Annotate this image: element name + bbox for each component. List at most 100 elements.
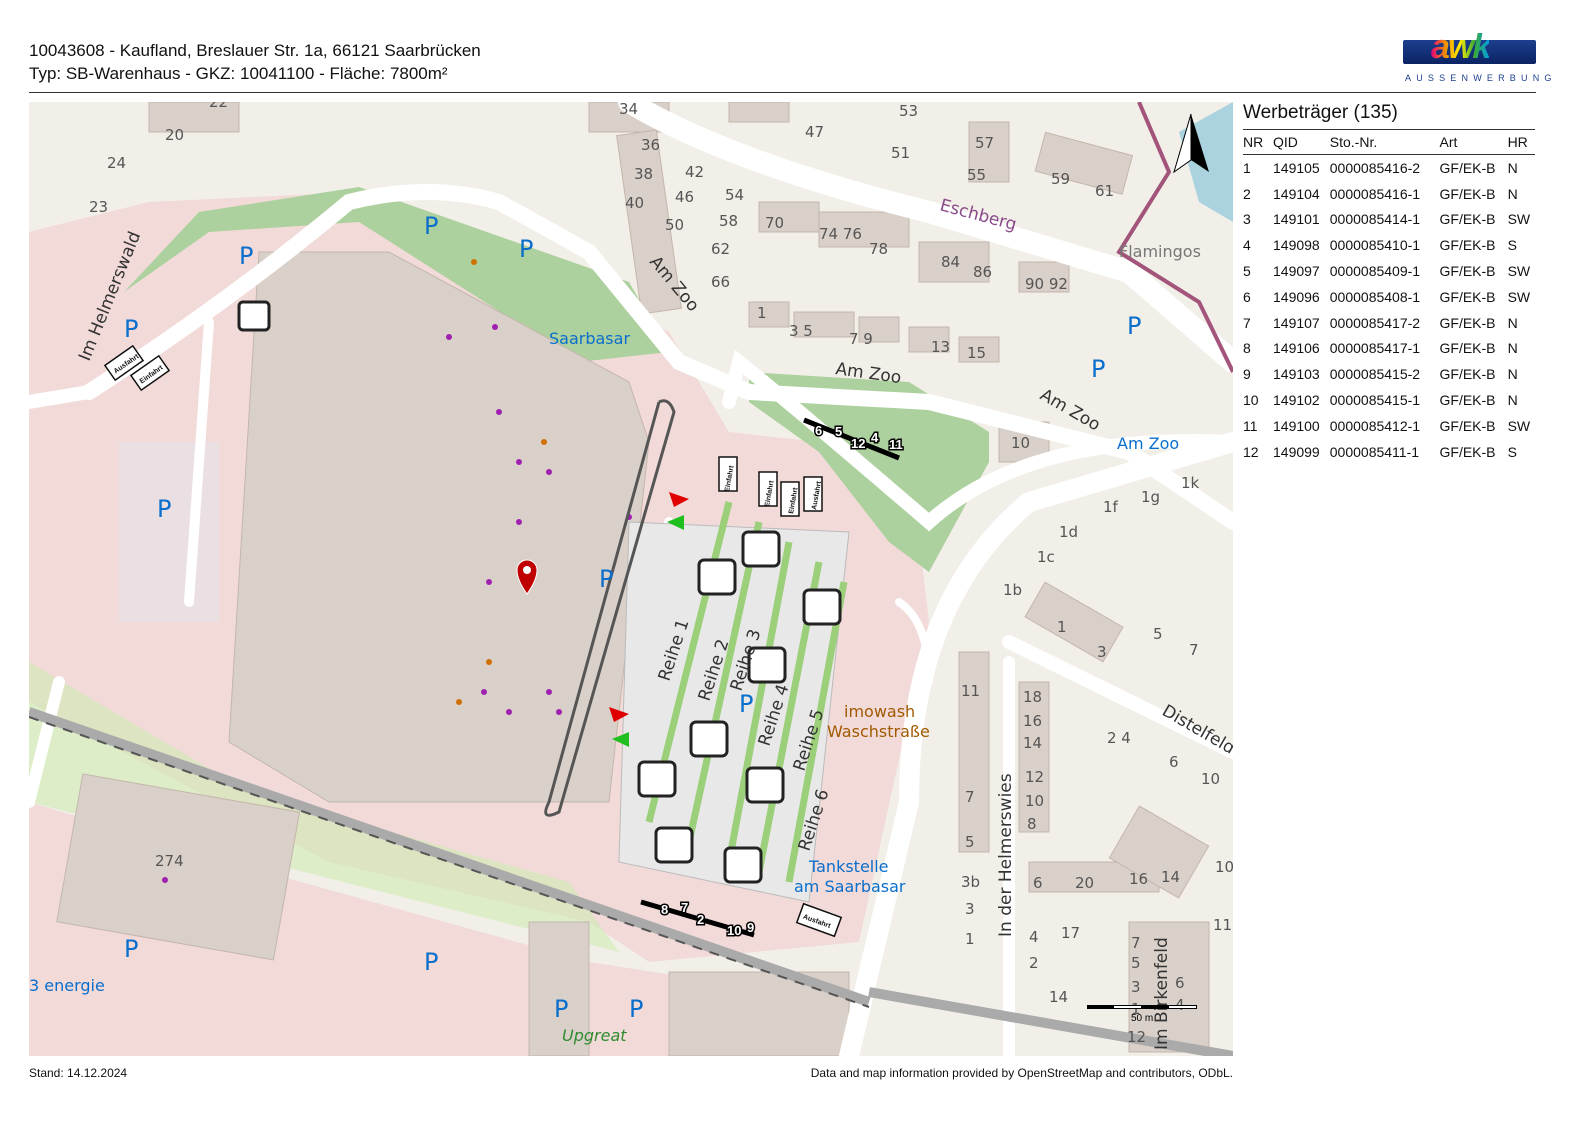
table-cell: 149106: [1273, 340, 1320, 357]
table-cell: N: [1507, 185, 1518, 202]
house-number: 2 4: [1107, 729, 1131, 747]
house-number: 10: [1201, 770, 1220, 788]
scale-bar: 50 m: [1087, 1005, 1197, 1024]
billboard-marker[interactable]: 10: [726, 922, 743, 940]
svg-text:P: P: [554, 995, 568, 1023]
street-label: Im Birkenfeld: [1152, 937, 1172, 1050]
house-number: 7 9: [849, 330, 873, 348]
table-cell: SW: [1507, 211, 1531, 228]
house-number: 1k: [1181, 474, 1200, 492]
poi-label: 3 energie: [29, 976, 105, 995]
house-number: 5: [1131, 954, 1141, 972]
billboard-marker[interactable]: 5: [834, 423, 844, 441]
house-number: 24: [107, 154, 126, 172]
house-number: 11: [1213, 916, 1232, 934]
house-number: 23: [89, 198, 108, 216]
billboard-marker[interactable]: 9: [746, 919, 756, 937]
table-cell: 0000085410-1: [1329, 237, 1421, 254]
house-number: 70: [765, 214, 784, 232]
entry-sign: Einfahrt: [788, 486, 800, 514]
column-header: QID: [1273, 129, 1330, 155]
house-number: 1c: [1037, 548, 1055, 566]
house-number: 22: [209, 102, 228, 111]
billboard-marker[interactable]: 6: [814, 422, 824, 440]
table-cell: 149105: [1273, 159, 1320, 176]
svg-text:P: P: [124, 315, 138, 343]
svg-text:P: P: [519, 235, 533, 263]
table-cell: 0000085411-1: [1329, 443, 1420, 460]
house-number: 61: [1095, 182, 1114, 200]
house-number: 42: [685, 163, 704, 181]
svg-text:50 m: 50 m: [1131, 1013, 1153, 1024]
poi-label: Saarbasar: [549, 329, 630, 348]
svg-text:P: P: [157, 495, 171, 523]
table-cell: S: [1507, 237, 1517, 254]
table-cell: GF/EK-B: [1439, 314, 1496, 331]
house-number: 2: [1029, 954, 1039, 972]
house-number: 10: [1025, 792, 1044, 810]
house-number: 6: [1175, 974, 1185, 992]
location-details: Typ: SB-Warenhaus - GKZ: 10041100 - Fläc…: [29, 64, 448, 83]
map[interactable]: Ausfahrt Einfahrt Einfahrt Einfahrt Einf…: [29, 102, 1233, 1056]
house-number: 5: [1153, 625, 1163, 643]
table-cell: GF/EK-B: [1439, 288, 1496, 305]
poi-label: am Saarbasar: [794, 877, 906, 896]
svg-text:P: P: [739, 690, 753, 718]
billboard-marker[interactable]: 12: [850, 435, 867, 453]
table-cell: 4: [1243, 237, 1251, 254]
svg-text:P: P: [599, 565, 613, 593]
poi-label: Flamingos: [1119, 242, 1201, 261]
billboard-marker[interactable]: 2: [696, 911, 706, 929]
house-number: 14: [1049, 988, 1068, 1006]
table-cell: 11: [1243, 417, 1258, 434]
billboard-marker[interactable]: 11: [888, 436, 905, 454]
table-cell: 9: [1243, 366, 1251, 383]
table-cell: N: [1507, 314, 1518, 331]
billboard-marker[interactable]: 7: [680, 899, 690, 917]
house-number: 1: [965, 930, 975, 948]
location-title: 10043608 - Kaufland, Breslauer Str. 1a, …: [29, 41, 481, 60]
table-cell: SW: [1507, 263, 1531, 280]
billboard-marker[interactable]: 8: [660, 901, 670, 919]
house-number: 66: [711, 273, 730, 291]
location-pin-icon[interactable]: [516, 559, 538, 595]
house-number: 36: [641, 136, 660, 154]
table-cell: 2: [1243, 185, 1251, 202]
house-number: 47: [805, 123, 824, 141]
table-cell: 12: [1243, 443, 1259, 460]
table-cell: 0000085416-2: [1329, 159, 1421, 176]
billboard-marker[interactable]: 4: [870, 429, 881, 447]
house-number: 15: [967, 344, 986, 362]
poi-label: Am Zoo: [1117, 434, 1179, 453]
table-cell: GF/EK-B: [1439, 263, 1496, 280]
svg-text:P: P: [424, 212, 438, 240]
house-number: 12: [1025, 768, 1044, 786]
house-number: 7: [1131, 934, 1141, 952]
poi-label: Upgreat: [562, 1026, 627, 1045]
table-cell: 149100: [1273, 417, 1320, 434]
house-number: 10: [1215, 858, 1233, 876]
poi-label: Tankstelle: [808, 857, 889, 876]
table-cell: SW: [1507, 417, 1531, 434]
table-cell: GF/EK-B: [1439, 366, 1496, 383]
table-cell: 0000085408-1: [1329, 288, 1421, 305]
house-number: 20: [1075, 874, 1094, 892]
table-cell: GF/EK-B: [1439, 211, 1496, 228]
house-number: 14: [1161, 868, 1180, 886]
house-number: 16: [1023, 712, 1042, 730]
house-number: 58: [719, 212, 738, 230]
